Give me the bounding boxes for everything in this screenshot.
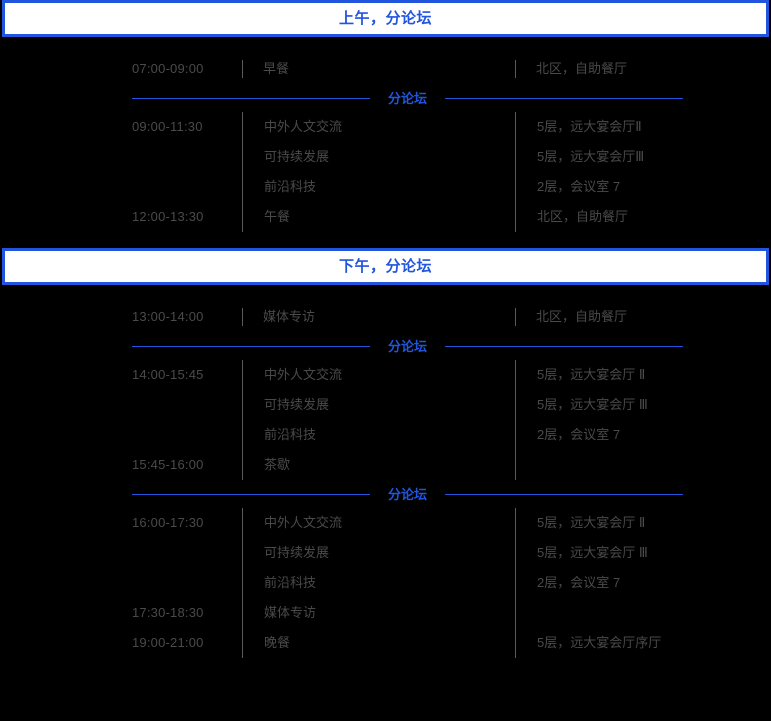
row-time — [132, 538, 242, 568]
divider-line-right — [445, 97, 684, 99]
row-topic: 早餐 — [263, 61, 290, 76]
forum-divider: 分论坛 — [0, 480, 771, 508]
row-topic: 茶歇 — [264, 457, 291, 472]
time-column: 16:00-17:30 17:30-18:30 19:00-21:00 — [132, 508, 242, 658]
divider-label: 分论坛 — [388, 338, 428, 354]
venue-column: 5层，远大宴会厅 Ⅱ 5层，远大宴会厅 Ⅲ 2层，会议室 7 — [515, 360, 771, 480]
row-venue: 5层，远大宴会厅Ⅱ — [537, 119, 642, 134]
row-venue: 北区，自助餐厅 — [536, 309, 628, 324]
row-venue — [537, 450, 771, 480]
row-time: 17:30-18:30 — [132, 605, 204, 620]
row-topic: 可持续发展 — [264, 397, 330, 412]
time-column: 09:00-11:30 12:00-13:30 — [132, 112, 242, 232]
row-time — [132, 390, 242, 420]
row-topic: 媒体专访 — [263, 309, 316, 324]
row-topic: 前沿科技 — [264, 427, 317, 442]
row-time: 07:00-09:00 — [132, 61, 204, 76]
row-topic: 可持续发展 — [264, 149, 330, 164]
row-topic: 中外人文交流 — [264, 119, 343, 134]
time-column: 07:00-09:00 — [132, 54, 242, 84]
row-time: 09:00-11:30 — [132, 119, 203, 134]
row-time — [132, 568, 242, 598]
row-venue: 5层，远大宴会厅 Ⅲ — [537, 397, 648, 412]
divider-label: 分论坛 — [388, 90, 428, 106]
row-venue: 北区，自助餐厅 — [536, 61, 628, 76]
row-time: 15:45-16:00 — [132, 457, 204, 472]
row-topic: 媒体专访 — [264, 605, 317, 620]
row-venue: 2层，会议室 7 — [537, 179, 621, 194]
row-venue — [537, 598, 771, 628]
header-spacer — [0, 37, 771, 54]
row-venue: 2层，会议室 7 — [537, 575, 621, 590]
row-venue: 5层，远大宴会厅 Ⅱ — [537, 367, 646, 382]
row-venue: 5层，远大宴会厅序厅 — [537, 635, 662, 650]
row-venue: 北区，自助餐厅 — [537, 209, 629, 224]
row-topic: 前沿科技 — [264, 575, 317, 590]
row-topic: 中外人文交流 — [264, 515, 343, 530]
section-header-title: 下午，分论坛 — [338, 258, 432, 275]
header-spacer — [0, 285, 771, 302]
row-topic: 中外人文交流 — [264, 367, 343, 382]
row-time: 12:00-13:30 — [132, 209, 204, 224]
row-venue: 5层，远大宴会厅 Ⅱ — [537, 515, 646, 530]
row-time — [132, 142, 242, 172]
row-time: 19:00-21:00 — [132, 635, 204, 650]
row-time — [132, 420, 242, 450]
divider-line-left — [132, 97, 370, 99]
schedule-group: 16:00-17:30 17:30-18:30 19:00-21:00 中外人文交流… — [0, 508, 771, 658]
forum-divider: 分论坛 — [0, 332, 771, 360]
venue-column: 北区，自助餐厅 — [515, 54, 771, 84]
topic-column: 中外人文交流可持续发展前沿科技媒体专访晚餐 — [242, 508, 515, 658]
row-time: 14:00-15:45 — [132, 367, 204, 382]
venue-column: 5层，远大宴会厅 Ⅱ 5层，远大宴会厅 Ⅲ 2层，会议室 7 5层，远大宴会厅序厅 — [515, 508, 771, 658]
divider-line-right — [445, 493, 684, 495]
divider-line-left — [132, 345, 370, 347]
venue-column: 5层，远大宴会厅Ⅱ 5层，远大宴会厅Ⅲ 2层，会议室 7 北区，自助餐厅 — [515, 112, 771, 232]
schedule-group: 07:00-09:00 早餐 北区，自助餐厅 — [0, 54, 771, 84]
forum-divider: 分论坛 — [0, 84, 771, 112]
divider-line-left — [132, 493, 370, 495]
row-topic: 前沿科技 — [264, 179, 317, 194]
row-topic: 午餐 — [264, 209, 291, 224]
row-venue: 5层，远大宴会厅Ⅲ — [537, 149, 645, 164]
row-venue: 5层，远大宴会厅 Ⅲ — [537, 545, 648, 560]
row-topic: 晚餐 — [264, 635, 291, 650]
section-header-2: 下午，分论坛 — [2, 248, 769, 285]
time-column: 14:00-15:45 15:45-16:00 — [132, 360, 242, 480]
divider-label: 分论坛 — [388, 486, 428, 502]
topic-column: 中外人文交流可持续发展前沿科技茶歇 — [242, 360, 515, 480]
row-time: 16:00-17:30 — [132, 515, 204, 530]
schedule-group: 13:00-14:00 媒体专访 北区，自助餐厅 — [0, 302, 771, 332]
topic-column: 早餐 — [242, 54, 515, 84]
row-time — [132, 172, 242, 202]
section-header-title: 上午，分论坛 — [338, 10, 432, 27]
section-header-1: 上午，分论坛 — [2, 0, 769, 37]
row-topic: 可持续发展 — [264, 545, 330, 560]
topic-column: 中外人文交流可持续发展前沿科技午餐 — [242, 112, 515, 232]
row-time: 13:00-14:00 — [132, 309, 204, 324]
time-column: 13:00-14:00 — [132, 302, 242, 332]
venue-column: 北区，自助餐厅 — [515, 302, 771, 332]
section-spacer — [0, 232, 771, 248]
divider-line-right — [445, 345, 684, 347]
row-venue: 2层，会议室 7 — [537, 427, 621, 442]
topic-column: 媒体专访 — [242, 302, 515, 332]
